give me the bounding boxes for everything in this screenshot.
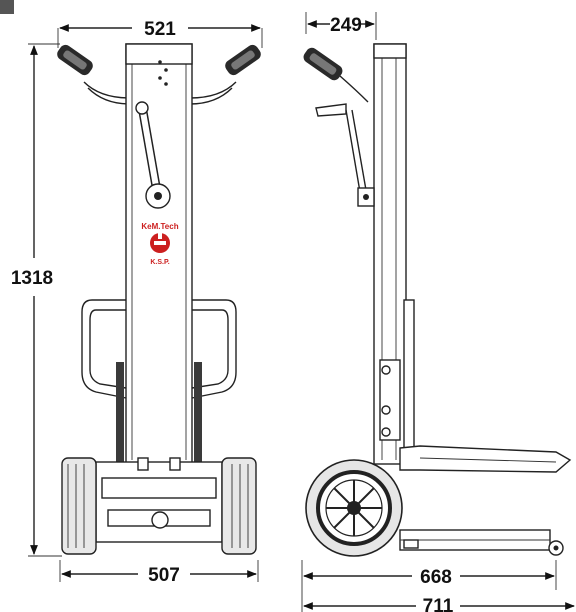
svg-text:KeM.Tech: KeM.Tech — [141, 222, 178, 231]
dimension-height: 1318 — [11, 45, 53, 555]
kem-tech-logo: KeM.Tech K.S.P. — [141, 222, 178, 266]
dimension-front-bottom: 507 — [61, 565, 257, 586]
dimension-label-521: 521 — [144, 19, 176, 40]
side-wheel — [305, 459, 403, 557]
front-right-wheel — [221, 457, 257, 555]
dimension-front-top: 521 — [59, 19, 261, 40]
front-view: 521 1318 507 — [11, 19, 263, 586]
svg-text:K.S.P.: K.S.P. — [150, 259, 169, 266]
front-base-frame — [95, 461, 223, 543]
dimension-label-711: 711 — [423, 596, 454, 612]
right-grip — [225, 44, 261, 76]
dimension-label-1318: 1318 — [11, 268, 53, 289]
dimension-label-249: 249 — [330, 15, 362, 36]
corner-tab — [0, 0, 14, 14]
dimension-side-base: 668 — [303, 567, 555, 588]
dimension-side-total: 711 — [303, 596, 575, 612]
side-view: 249 668 711 — [301, 12, 575, 612]
front-left-wheel — [61, 457, 97, 555]
dimension-label-668: 668 — [420, 567, 452, 588]
dimension-label-507: 507 — [148, 565, 180, 586]
dimension-side-top: 249 — [307, 15, 375, 36]
side-grip — [303, 47, 343, 81]
left-grip — [57, 44, 93, 76]
side-fork — [399, 445, 572, 473]
